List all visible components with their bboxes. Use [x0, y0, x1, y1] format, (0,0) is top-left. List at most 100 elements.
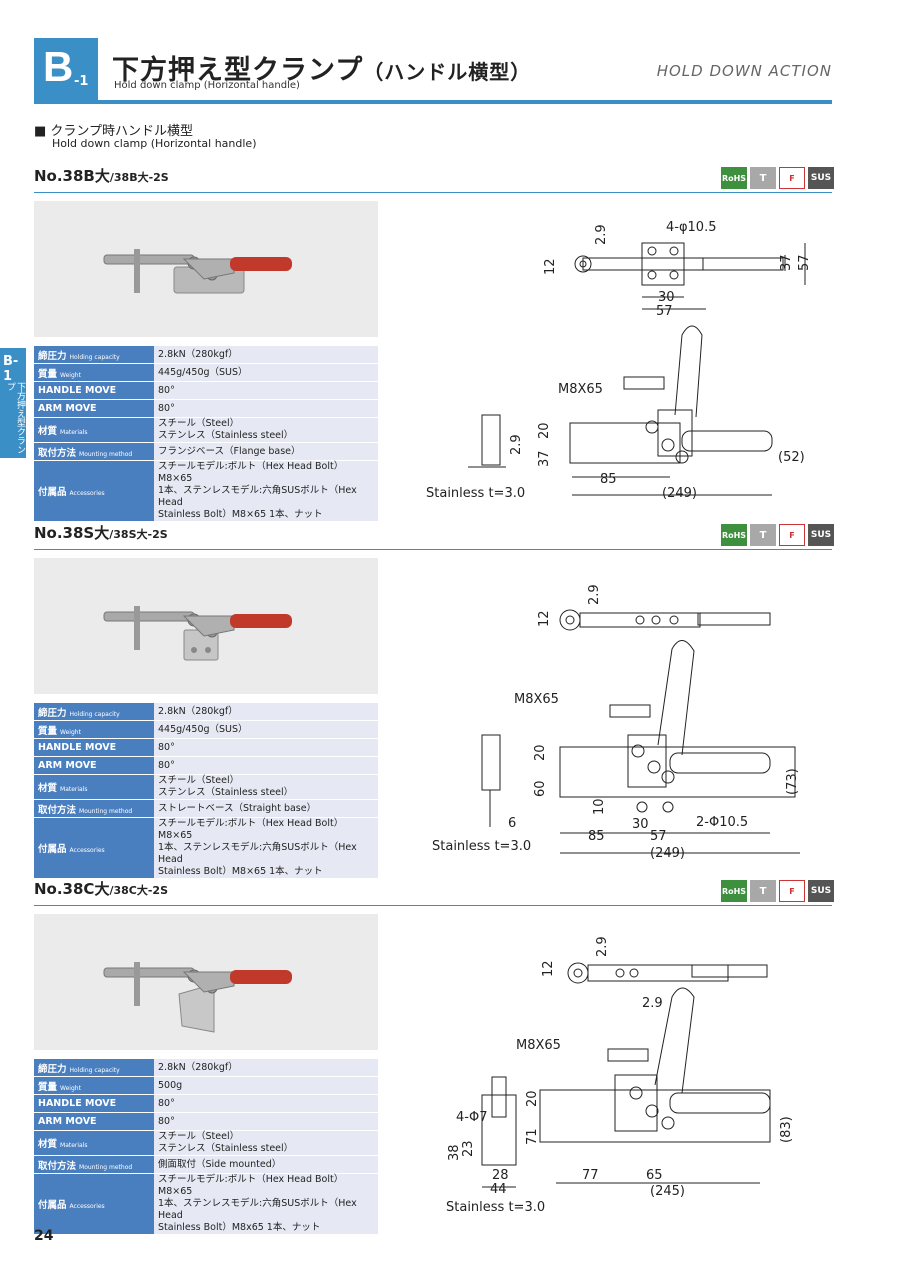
dimension-label: M8X65 [514, 692, 559, 707]
dimension-label: 6 [508, 816, 516, 831]
model-title: No.38S大/38S大-2S [34, 522, 168, 543]
dimension-label: M8X65 [558, 382, 603, 397]
dimension-label: Stainless t=3.0 [446, 1200, 545, 1215]
spec-value: ストレートベース（Straight base） [154, 800, 378, 817]
spec-value: 80° [154, 757, 378, 774]
dimension-label: 2.9 [587, 584, 602, 605]
dimension-label: 77 [582, 1168, 599, 1183]
spec-key-en: Materials [60, 429, 88, 436]
model-suffix: /38C大-2S [109, 884, 168, 897]
model-divider [34, 549, 832, 550]
product-photo [34, 201, 378, 337]
dimension-label: 30 [658, 290, 675, 305]
spec-value: 445g/450g（SUS） [154, 364, 378, 381]
flame-icon: F [779, 880, 805, 902]
model-title: No.38C大/38C大-2S [34, 878, 168, 899]
dimension-label: 2-Φ10.5 [696, 815, 748, 830]
spec-key: HANDLE MOVE [34, 1095, 154, 1112]
side-tab-label: 下方押え型クランプ [5, 382, 25, 454]
model-divider [34, 905, 832, 906]
dimension-label: Stainless t=3.0 [426, 486, 525, 501]
page-subtitle: Hold down clamp (Horizontal handle) [114, 80, 300, 91]
action-label: HOLD DOWN ACTION [656, 62, 832, 80]
section-sub: -1 [74, 74, 89, 89]
spec-key-en: Weight [60, 728, 81, 736]
sus-badge: SUS [808, 524, 834, 546]
spec-key-en: Mounting method [79, 807, 133, 815]
spec-key-en: Accessories [69, 490, 105, 497]
spec-key-en: Mounting method [79, 450, 133, 458]
dimension-label: 85 [600, 472, 617, 487]
dimension-label: 57 [656, 304, 673, 319]
dimension-label: 20 [537, 422, 552, 439]
spec-key-en: Holding capacity [69, 1066, 120, 1074]
spec-value: 2.8kN（280kgf） [154, 703, 378, 720]
spec-value: フランジベース（Flange base） [154, 443, 378, 460]
spec-key-en: Weight [60, 371, 81, 379]
dimension-label: 71 [525, 1128, 540, 1145]
dimension-label: 10 [592, 798, 607, 815]
flame-icon: F [779, 524, 805, 546]
spec-value: 500g [154, 1077, 378, 1094]
dimension-label: 37 [779, 254, 794, 271]
section-letter: B [43, 43, 74, 90]
sus-badge: SUS [808, 880, 834, 902]
dimension-label: 12 [543, 258, 558, 275]
model-suffix: /38S大-2S [109, 528, 168, 541]
category-subtitle: Hold down clamp (Horizontal handle) [52, 137, 257, 150]
dimension-label: 12 [537, 610, 552, 627]
page-number: 24 [34, 1228, 54, 1244]
spec-key: ARM MOVE [34, 400, 154, 417]
dimension-label: 23 [461, 1140, 476, 1157]
spec-value: 80° [154, 739, 378, 756]
spec-key-en: Accessories [69, 847, 105, 854]
side-tab[interactable]: B-1 下方押え型クランプ [0, 348, 26, 458]
dimension-label: 38 [447, 1144, 462, 1161]
header-divider [34, 100, 832, 104]
temp-icon: T [750, 167, 776, 189]
spec-value: スチール（Steel）ステンレス（Stainless steel） [154, 1131, 378, 1155]
dimension-label: 28 [492, 1168, 509, 1183]
spec-value: 2.8kN（280kgf） [154, 346, 378, 363]
dimension-label: (249) [650, 846, 685, 861]
dimension-label: 57 [650, 829, 667, 844]
rohs-badge: RoHS [721, 524, 747, 546]
dimension-label: 4-Φ7 [456, 1110, 487, 1125]
section-badge: B -1 [34, 38, 98, 102]
category-title: ■ クランプ時ハンドル横型 [34, 124, 194, 139]
dimension-label: 2.9 [594, 224, 609, 245]
clamp-photo-icon [103, 249, 292, 294]
side-tab-code: B-1 [3, 354, 19, 384]
spec-key: ARM MOVE [34, 1113, 154, 1130]
product-photo [34, 914, 378, 1050]
model-divider [34, 192, 832, 193]
spec-key-en: Holding capacity [69, 353, 120, 361]
